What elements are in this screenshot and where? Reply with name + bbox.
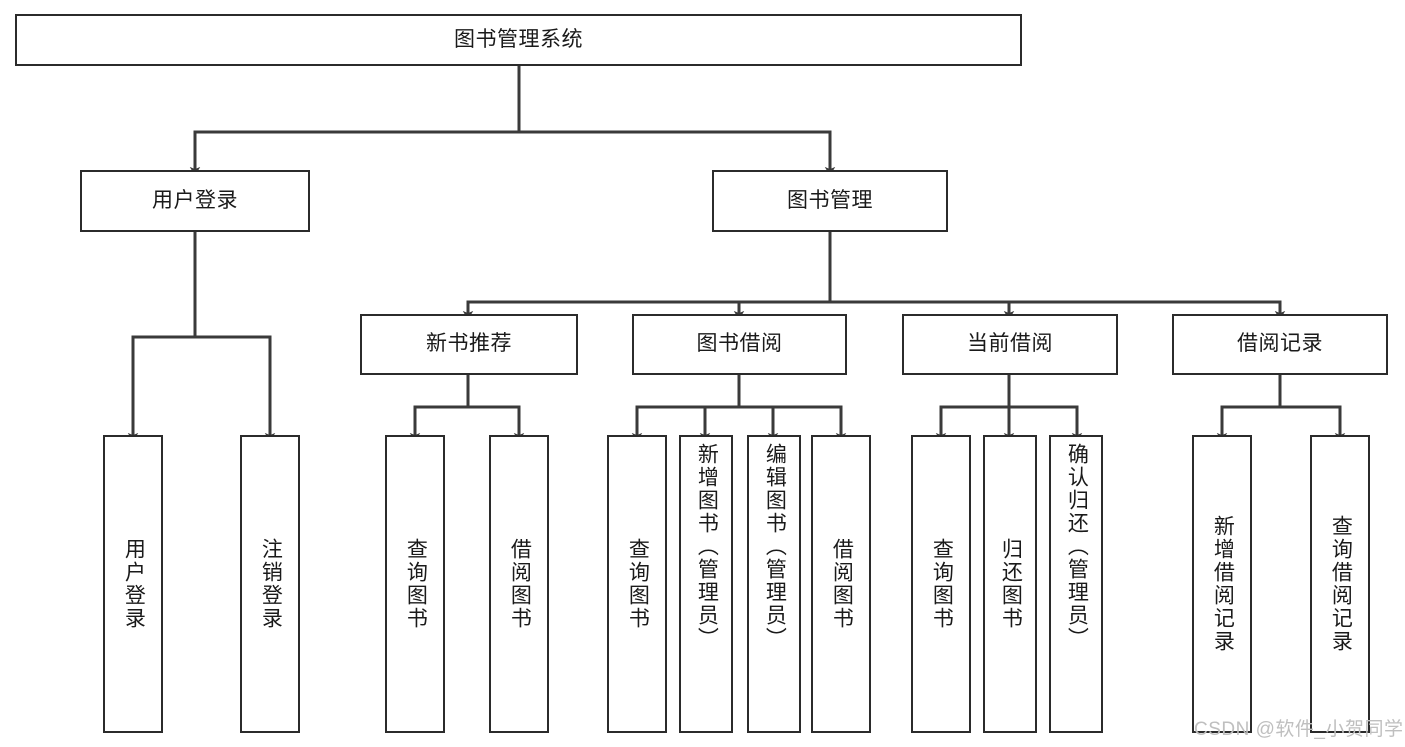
node-book-manage-label: 图书管理 [787, 188, 873, 212]
leaf-borrow-2-label: 新增图书（管理员） [695, 443, 719, 650]
leaf-user-login-1[interactable]: 用户登录 [103, 435, 163, 733]
leaf-borrow-4-label: 借阅图书 [830, 538, 854, 630]
leaf-record-1-label: 新增借阅记录 [1211, 515, 1235, 653]
leaf-current-3[interactable]: 确认归还（管理员） [1049, 435, 1103, 733]
node-root-label: 图书管理系统 [454, 27, 583, 51]
leaf-record-2-label: 查询借阅记录 [1329, 515, 1353, 653]
node-user-login-label: 用户登录 [152, 188, 238, 212]
leaf-recommend-2[interactable]: 借阅图书 [489, 435, 549, 733]
leaf-recommend-2-label: 借阅图书 [508, 538, 532, 630]
leaf-borrow-3-label: 编辑图书（管理员） [763, 443, 787, 650]
node-current-borrow-label: 当前借阅 [967, 332, 1053, 356]
node-borrow-record[interactable]: 借阅记录 [1172, 314, 1388, 375]
leaf-current-2[interactable]: 归还图书 [983, 435, 1037, 733]
leaf-borrow-4[interactable]: 借阅图书 [811, 435, 871, 733]
node-new-book-recommend-label: 新书推荐 [426, 332, 512, 356]
leaf-user-login-2[interactable]: 注销登录 [240, 435, 300, 733]
leaf-current-3-label: 确认归还（管理员） [1065, 443, 1089, 650]
leaf-recommend-1-label: 查询图书 [404, 538, 428, 630]
csdn-watermark: CSDN @软件_小贺同学 [1194, 719, 1404, 740]
leaf-current-1-label: 查询图书 [930, 538, 954, 630]
leaf-borrow-1[interactable]: 查询图书 [607, 435, 667, 733]
node-borrow-record-label: 借阅记录 [1237, 332, 1323, 356]
node-user-login[interactable]: 用户登录 [80, 170, 310, 232]
leaf-user-login-2-label: 注销登录 [259, 538, 283, 630]
node-root[interactable]: 图书管理系统 [15, 14, 1022, 66]
leaf-borrow-1-label: 查询图书 [626, 538, 650, 630]
leaf-current-2-label: 归还图书 [999, 538, 1023, 630]
leaf-current-1[interactable]: 查询图书 [911, 435, 971, 733]
leaf-recommend-1[interactable]: 查询图书 [385, 435, 445, 733]
leaf-record-1[interactable]: 新增借阅记录 [1192, 435, 1252, 733]
node-current-borrow[interactable]: 当前借阅 [902, 314, 1118, 375]
leaf-borrow-3[interactable]: 编辑图书（管理员） [747, 435, 801, 733]
leaf-borrow-2[interactable]: 新增图书（管理员） [679, 435, 733, 733]
node-book-borrow-label: 图书借阅 [696, 332, 783, 356]
node-book-borrow[interactable]: 图书借阅 [632, 314, 847, 375]
node-book-manage[interactable]: 图书管理 [712, 170, 948, 232]
leaf-record-2[interactable]: 查询借阅记录 [1310, 435, 1370, 733]
node-new-book-recommend[interactable]: 新书推荐 [360, 314, 578, 375]
leaf-user-login-1-label: 用户登录 [122, 538, 146, 630]
